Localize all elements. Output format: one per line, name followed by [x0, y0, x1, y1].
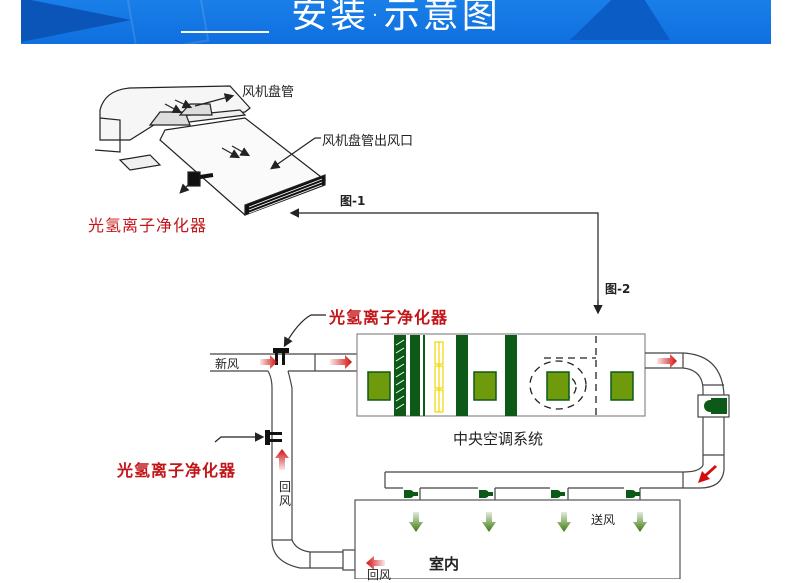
component-block — [367, 371, 391, 401]
supply-arrow — [633, 512, 647, 532]
arrow-down-duct — [698, 465, 717, 483]
supply-arrow — [409, 512, 423, 532]
yellow-filter-coil — [434, 341, 444, 413]
label-fig-2: 图-2 — [605, 282, 631, 296]
title-underline — [181, 31, 269, 33]
label-return-air-bottom: 回风 — [367, 568, 392, 582]
label-purifier-left: 光氢离子净化器 — [117, 461, 237, 480]
arrow-return-out — [366, 556, 385, 570]
label-fresh-air: 新风 — [215, 357, 240, 371]
arrow-fresh-air-in — [260, 355, 277, 369]
supply-diffusers — [404, 398, 727, 498]
supply-arrow — [557, 512, 571, 532]
label-return-air-vertical: 回 风 — [279, 480, 292, 508]
fan-coil-unit-illustration — [94, 85, 327, 216]
ahu-internals — [367, 335, 634, 416]
airflow-arrows-red — [260, 354, 717, 570]
label-purifier-fig1: 光氢离子净化器 — [88, 216, 208, 235]
label-fan-coil: 风机盘管 — [242, 85, 295, 100]
figure-link-arrow — [289, 208, 603, 315]
airflow-arrows-green — [409, 512, 647, 532]
label-supply-air: 送风 — [591, 513, 616, 527]
label-indoor: 室内 — [429, 555, 460, 573]
header-banner: 安装·示意图 — [21, 0, 771, 44]
label-central-ac: 中央空调系统 — [453, 430, 544, 448]
duct-network — [210, 333, 730, 579]
purifier-device-fresh-air — [273, 348, 289, 365]
arrow-out-ahu — [657, 354, 677, 368]
label-purifier-top: 光氢离子净化器 — [329, 308, 449, 327]
label-fan-coil-outlet: 风机盘管出风口 — [322, 134, 414, 149]
arrow-return-up — [275, 449, 289, 470]
arrow-into-ahu — [330, 355, 352, 369]
banner-decor-left — [21, 0, 131, 42]
label-fig-1: 图-1 — [340, 194, 366, 208]
page-title: 安装·示意图 — [291, 0, 501, 36]
purifier-device-return-air — [265, 430, 282, 445]
hatched-filter — [394, 335, 406, 416]
purifier-leader-lines — [214, 314, 326, 443]
supply-arrow — [482, 512, 496, 532]
